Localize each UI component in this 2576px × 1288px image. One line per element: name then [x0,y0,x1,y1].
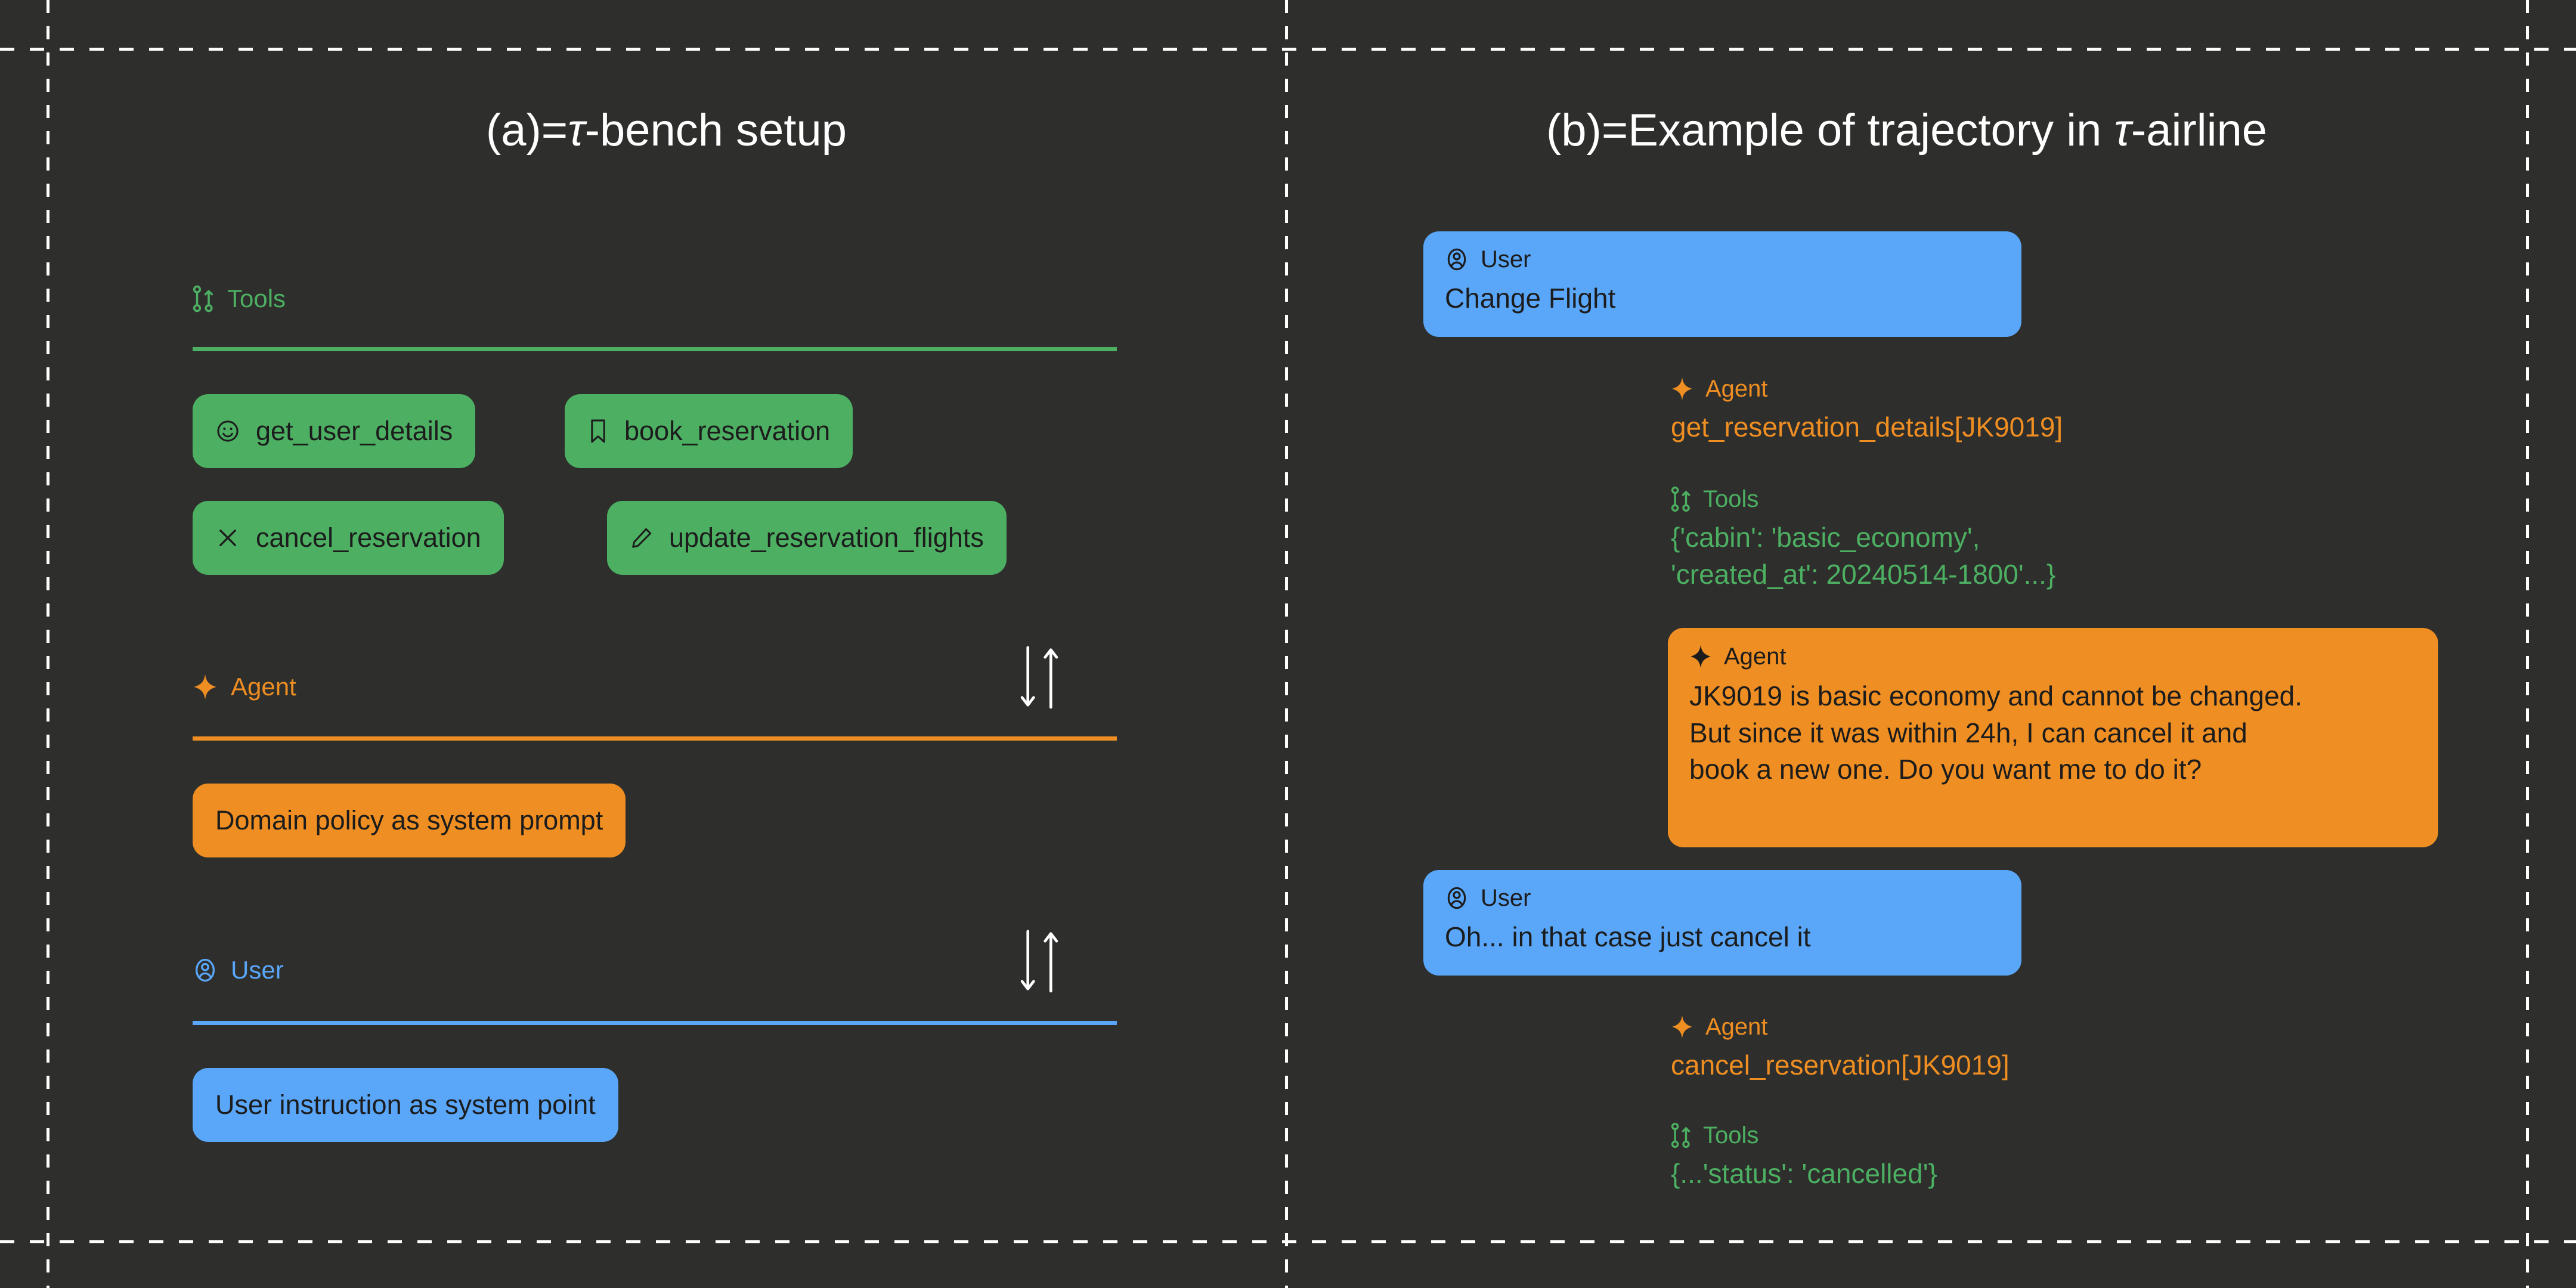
account-circle-icon [1445,247,1469,272]
guide-line-vertical-middle [1285,0,1288,1288]
panel-b-title-suffix: -airline [2131,105,2267,156]
guide-line-vertical-left [47,0,49,1288]
message-text: {'cabin': 'basic_economy', 'created_at':… [1671,522,2056,590]
panel-a-title-prefix: (a)= [485,105,568,156]
user-section-header: User [193,957,284,983]
agent-section-label: Agent [231,673,296,701]
bookmark-icon [587,418,609,444]
guide-line-horizontal-bottom [0,1240,2576,1243]
tool-chip-cancel-reservation[interactable]: cancel_reservation [193,501,504,575]
agent-chip-label: Domain policy as system prompt [215,805,603,835]
tools-section-label: Tools [227,284,286,312]
panel-a-title: (a)=τ-bench setup [47,104,1286,156]
user-section-label: User [231,956,284,984]
agent-domain-policy-chip[interactable]: Domain policy as system prompt [193,784,626,857]
message-text: Oh... in that case just cancel it [1445,921,1811,952]
message-role-label: Tools [1703,1122,1759,1148]
account-circle-icon [193,957,218,983]
down-up-arrows-icon [1017,645,1061,710]
sparkle-icon [1689,643,1712,670]
message-text: {...'status': 'cancelled'} [1671,1158,1937,1189]
message-bubble-agent[interactable]: Agent JK9019 is basic economy and cannot… [1668,628,2438,847]
message-plain-agent: Agent cancel_reservation[JK9019] [1671,1014,2327,1084]
message-text: get_reservation_details[JK9019] [1671,411,2063,442]
message-role-row: Agent [1671,376,2327,402]
panel-b-title: (b)=Example of trajectory in τ-airline [1286,104,2527,156]
panel-b-title-prefix: (b)=Example of trajectory in [1546,105,2114,156]
tool-chip-book-reservation[interactable]: book_reservation [565,394,853,468]
smiley-icon [215,419,240,444]
tool-chip-update-reservation-flights[interactable]: update_reservation_flights [607,501,1007,575]
guide-line-horizontal-top [0,48,2576,51]
message-role-row: Agent [1671,1014,2327,1040]
panel-tau-bench-setup: (a)=τ-bench setup Tools [47,0,1286,1288]
message-role-row: Tools [1671,1122,2327,1148]
tool-chip-label: get_user_details [256,416,453,446]
message-text: cancel_reservation[JK9019] [1671,1049,2010,1080]
close-x-icon [215,525,240,550]
message-role-label: User [1481,246,1531,273]
tools-section-rule [193,347,1117,351]
git-fork-icon [1671,1122,1691,1148]
tool-chip-get-user-details[interactable]: get_user_details [193,394,476,468]
message-role-label: Agent [1705,1014,1768,1040]
message-role-row: User [1445,247,2000,272]
panel-a-title-suffix: -bench setup [584,105,847,156]
sparkle-icon [1671,1014,1693,1040]
message-role-label: Tools [1703,486,1759,512]
git-fork-icon [193,285,214,312]
tool-chip-label: cancel_reservation [256,522,481,553]
message-role-row: Agent [1689,643,2417,670]
message-text: JK9019 is basic economy and cannot be ch… [1689,680,2303,785]
panel-example-trajectory: (b)=Example of trajectory in τ-airline U… [1286,0,2527,1288]
pencil-icon [630,525,654,550]
panel-a-title-tau: τ [568,105,585,156]
account-circle-icon [1445,886,1469,911]
sparkle-icon [193,673,218,701]
tools-section-header: Tools [193,285,286,312]
user-chip-label: User instruction as system point [215,1089,596,1120]
user-section-rule [193,1021,1117,1025]
message-bubble-user[interactable]: User Oh... in that case just cancel it [1423,870,2021,976]
tool-chip-label: update_reservation_flights [669,522,984,553]
agent-section-header: Agent [193,673,296,701]
guide-line-vertical-right [2526,0,2529,1288]
user-instruction-chip[interactable]: User instruction as system point [193,1068,618,1142]
agent-section-rule [193,736,1117,741]
message-plain-tools: Tools {'cabin': 'basic_economy', 'create… [1671,486,2327,593]
message-role-label: User [1481,885,1531,911]
message-role-row: Tools [1671,486,2327,512]
panel-b-title-tau: τ [2114,105,2131,156]
message-role-row: User [1445,886,2000,911]
sparkle-icon [1671,376,1693,402]
message-plain-agent: Agent get_reservation_details[JK9019] [1671,376,2327,446]
down-up-arrows-icon [1017,929,1061,993]
git-fork-icon [1671,486,1691,512]
message-role-label: Agent [1705,376,1768,402]
message-role-label: Agent [1724,643,1787,670]
message-bubble-user[interactable]: User Change Flight [1423,231,2021,337]
message-plain-tools: Tools {...'status': 'cancelled'} [1671,1122,2327,1193]
message-text: Change Flight [1445,283,1616,314]
tool-chip-label: book_reservation [624,416,831,446]
